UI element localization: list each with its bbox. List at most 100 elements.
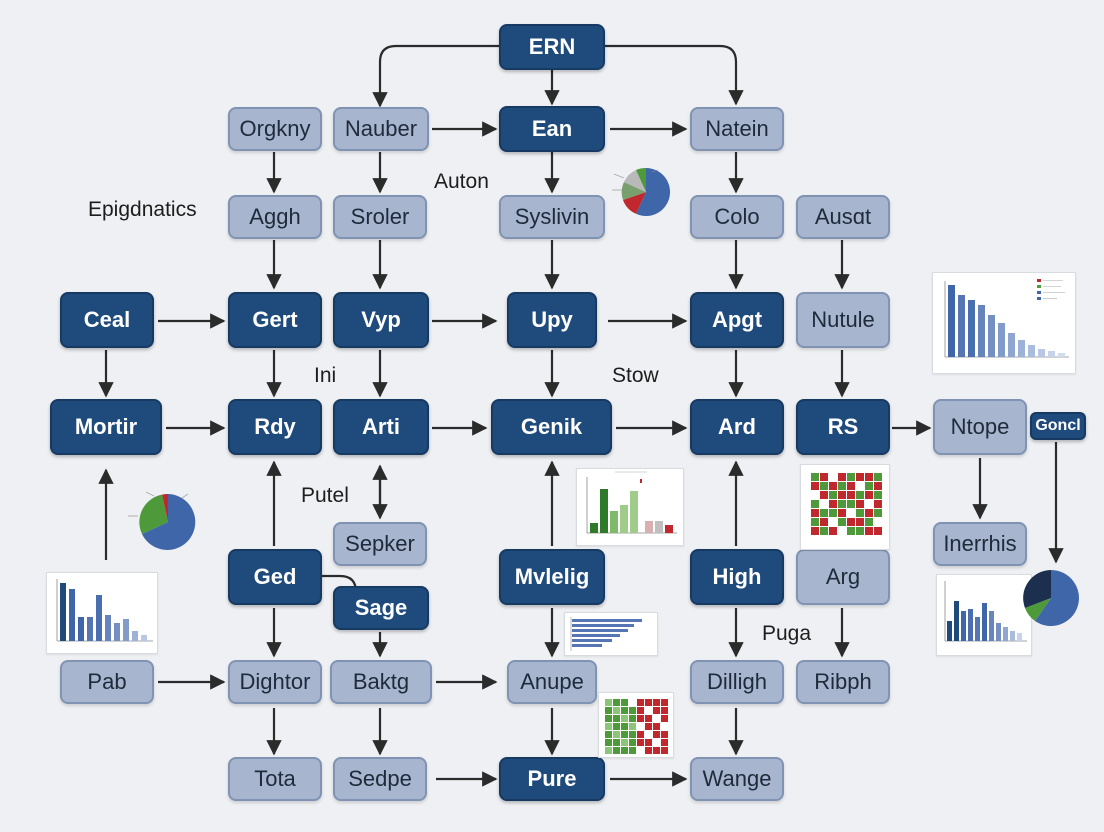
heatmap-cell [829, 527, 837, 535]
heatmap-cell [629, 699, 636, 706]
node-apgt[interactable]: Apgt [690, 292, 784, 348]
node-pab[interactable]: Pab [60, 660, 154, 704]
node-baktg[interactable]: Baktg [330, 660, 432, 704]
heatmap-cell [653, 739, 660, 746]
heatmap-cell [661, 715, 668, 722]
heatmap-cell [637, 739, 644, 746]
node-mvlelig[interactable]: Mvlelig [499, 549, 605, 605]
node-ged[interactable]: Ged [228, 549, 322, 605]
node-syslivin[interactable]: Syslivin [499, 195, 605, 239]
node-rdy[interactable]: Rdy [228, 399, 322, 455]
heatmap-cell [605, 747, 612, 754]
node-nauber[interactable]: Nauber [333, 107, 429, 151]
mini-bar-chart-right-bottom [936, 574, 1032, 656]
node-vyp[interactable]: Vyp [333, 292, 429, 348]
node-sepker[interactable]: Sepker [333, 522, 427, 566]
node-colo[interactable]: Colo [690, 195, 784, 239]
heatmap-cell [645, 723, 652, 730]
heatmap-cell [847, 500, 855, 508]
label-epigdnatics: Epigdnatics [88, 198, 197, 221]
node-genik[interactable]: Genik [491, 399, 612, 455]
mini-pie-top [608, 164, 672, 220]
node-wange[interactable]: Wange [690, 757, 784, 801]
heatmap-cell [645, 731, 652, 738]
node-nutule[interactable]: Nutule [796, 292, 890, 348]
heatmap-cell [661, 699, 668, 706]
heatmap-cell [629, 723, 636, 730]
heatmap-cell [811, 473, 819, 481]
heatmap-cell [874, 500, 882, 508]
node-ean[interactable]: Ean [499, 106, 605, 152]
heatmap-cell [847, 482, 855, 490]
heatmap-cell [637, 731, 644, 738]
node-natein[interactable]: Natein [690, 107, 784, 151]
mini-bar-chart-left-bottom [46, 572, 158, 654]
heatmap-cell [629, 707, 636, 714]
heatmap-cell [613, 699, 620, 706]
label-auton: Auton [434, 170, 489, 193]
node-inerrhis[interactable]: Inerrhis [933, 522, 1027, 566]
node-ntope[interactable]: Ntope [933, 399, 1027, 455]
node-rs[interactable]: RS [796, 399, 890, 455]
node-ribph[interactable]: Ribph [796, 660, 890, 704]
heatmap-cell [838, 509, 846, 517]
heatmap-cell [637, 699, 644, 706]
heatmap-cell [605, 739, 612, 746]
heatmap-cell [811, 509, 819, 517]
node-ard[interactable]: Ard [690, 399, 784, 455]
heatmap-cell [856, 473, 864, 481]
heatmap-cell [820, 527, 828, 535]
mini-pie-left [124, 488, 200, 554]
heatmap-cell [653, 731, 660, 738]
heatmap-cell [613, 707, 620, 714]
node-orgkny[interactable]: Orgkny [228, 107, 322, 151]
heatmap-cell [865, 491, 873, 499]
heatmap-cell [645, 707, 652, 714]
heatmap-cell [605, 723, 612, 730]
node-arti[interactable]: Arti [333, 399, 429, 455]
node-mortir[interactable]: Mortir [50, 399, 162, 455]
node-dightor[interactable]: Dightor [228, 660, 322, 704]
heatmap-cell [637, 723, 644, 730]
heatmap-cell [838, 473, 846, 481]
node-ceal[interactable]: Ceal [60, 292, 154, 348]
node-sedpe[interactable]: Sedpe [333, 757, 427, 801]
node-anupe[interactable]: Anupe [507, 660, 597, 704]
node-sroler[interactable]: Sroler [333, 195, 427, 239]
label-stow: Stow [612, 364, 659, 387]
heatmap-cell [820, 500, 828, 508]
heatmap-cell [653, 723, 660, 730]
heatmap-cell [621, 739, 628, 746]
node-aggh[interactable]: Aggh [228, 195, 322, 239]
heatmap-cell [637, 747, 644, 754]
node-dilligh[interactable]: Dilligh [690, 660, 784, 704]
mini-pie-right [1018, 566, 1084, 632]
heatmap-cell [605, 699, 612, 706]
heatmap-cell [874, 509, 882, 517]
heatmap-cell [829, 509, 837, 517]
heatmap-cell [621, 715, 628, 722]
node-pure[interactable]: Pure [499, 757, 605, 801]
heatmap-cell [811, 491, 819, 499]
node-upy[interactable]: Upy [507, 292, 597, 348]
heatmap-cell [829, 518, 837, 526]
node-sage[interactable]: Sage [333, 586, 429, 630]
heatmap-cell [829, 491, 837, 499]
heatmap-cell [829, 473, 837, 481]
heatmap-cell [874, 491, 882, 499]
heatmap-cell [838, 518, 846, 526]
heatmap-cell [847, 509, 855, 517]
heatmap-cell [645, 747, 652, 754]
heatmap-cell [820, 473, 828, 481]
node-ern[interactable]: ERN [499, 24, 605, 70]
node-arg[interactable]: Arg [796, 549, 890, 605]
node-high[interactable]: High [690, 549, 784, 605]
node-tota[interactable]: Tota [228, 757, 322, 801]
heatmap-cell [856, 491, 864, 499]
node-gert[interactable]: Gert [228, 292, 322, 348]
node-goncl[interactable]: Goncl [1030, 412, 1086, 440]
node-ausot[interactable]: Ausɑt [796, 195, 890, 239]
heatmap-cell [811, 527, 819, 535]
heatmap-cell [820, 518, 828, 526]
